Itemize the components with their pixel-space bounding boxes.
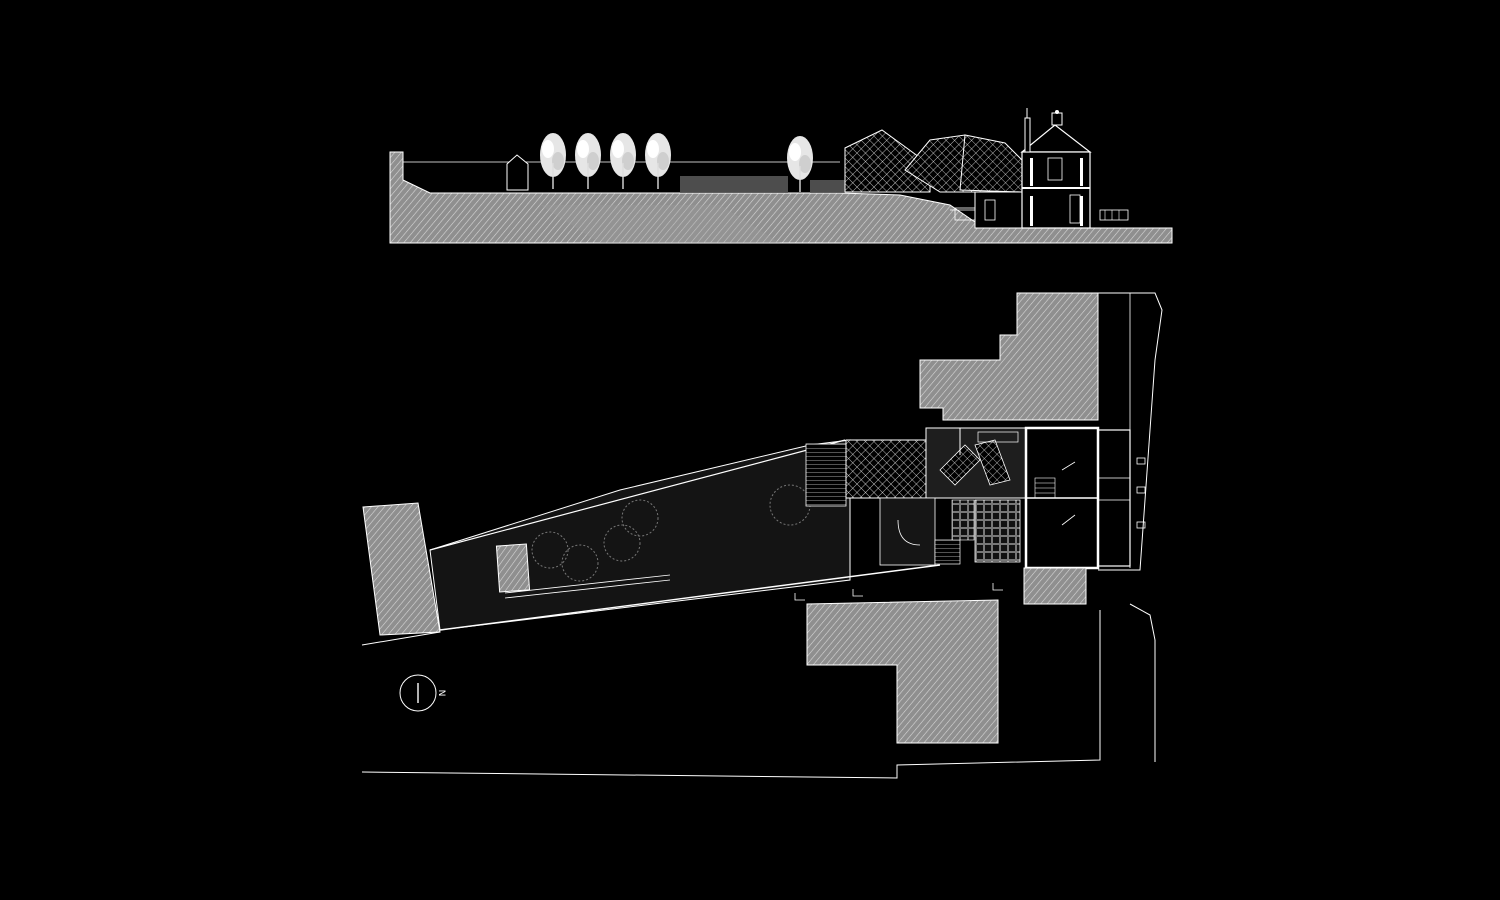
- utility-strip: [951, 499, 975, 541]
- extension-room: [974, 191, 1026, 229]
- neighbour-building-north: [919, 292, 1099, 421]
- level-markers: [794, 583, 1003, 601]
- courtyard-stairs: [934, 539, 961, 565]
- extension-roof-1: [844, 129, 931, 193]
- timber-deck: [805, 443, 847, 507]
- main-house-plan: [1024, 426, 1131, 570]
- north-arrow-icon: N: [399, 674, 446, 712]
- curved-bench: [897, 519, 921, 546]
- section-ground: [389, 151, 1173, 244]
- site-plan: [361, 292, 1163, 779]
- paved-terrace: [974, 499, 1021, 563]
- garden-pavilion: [495, 543, 531, 593]
- tree-icon: [644, 132, 672, 190]
- extension-door: [984, 199, 996, 221]
- extension-plan: [925, 427, 1027, 499]
- main-house-section: [1020, 108, 1129, 229]
- hedge-2: [810, 180, 845, 193]
- tree-icon: [609, 132, 637, 190]
- outbuilding: [362, 502, 441, 636]
- hedge: [680, 176, 788, 193]
- tree-icon: [786, 135, 814, 193]
- tree-icon: [574, 132, 602, 190]
- north-arrow-label: N: [436, 690, 446, 697]
- garden-path: [504, 574, 671, 594]
- garden-plot: [429, 439, 851, 631]
- site-boundary-south: [361, 610, 1101, 779]
- site-edge-west: [361, 631, 441, 646]
- garden-path-2: [504, 579, 671, 599]
- kitchen-unit: [977, 431, 1019, 443]
- garden-boundary: [429, 439, 846, 551]
- extension-roof-3: [959, 134, 1023, 193]
- neighbour-annex: [1023, 567, 1087, 605]
- courtyard: [879, 497, 936, 566]
- section-ground-shade: [540, 205, 780, 243]
- front-markers: [1136, 457, 1146, 529]
- extension-roof-plan: [845, 439, 927, 499]
- garden-boundary-south: [439, 564, 941, 631]
- extension-skylight: [939, 444, 981, 486]
- street-edge: [1098, 292, 1163, 571]
- neighbour-building-south: [806, 599, 999, 744]
- street-edge-south: [1129, 603, 1156, 762]
- tree-icon: [539, 132, 567, 190]
- garden-shed: [506, 154, 529, 191]
- extension-step: [954, 207, 976, 221]
- site-section: [389, 108, 1173, 244]
